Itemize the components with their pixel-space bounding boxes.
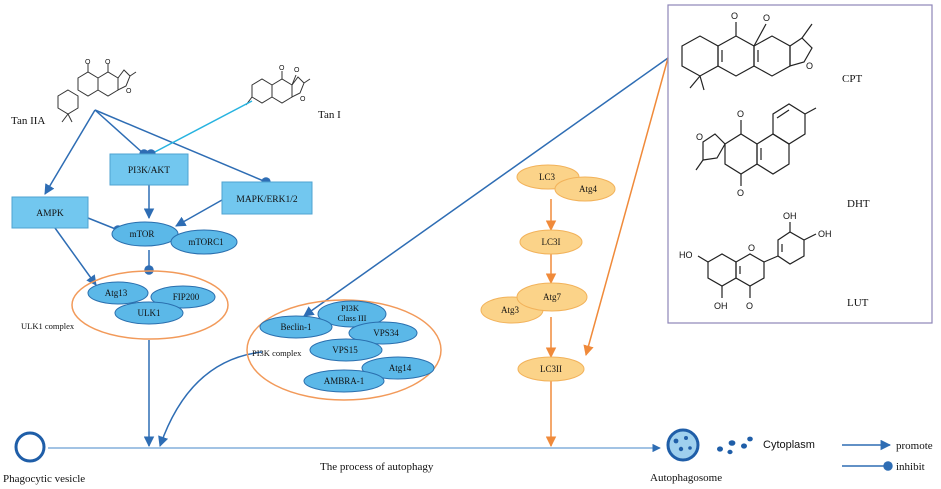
edge-compounds-lc3ii — [583, 57, 669, 357]
cpt-label: CPT — [842, 73, 862, 85]
lut-hydroxyl-oh-3: OH — [818, 229, 832, 239]
atg7-label: Atg7 — [543, 292, 562, 302]
pi3k-complex-ring — [246, 299, 442, 401]
lut-hydroxyl-oh-2: OH — [783, 211, 797, 221]
mtorc1-node[interactable]: mTORC1 — [170, 229, 238, 255]
tan-iia-oxygen-2: O — [105, 59, 111, 66]
legend: promote inhibit — [842, 439, 933, 473]
cpt-oxygen-2: O — [763, 13, 770, 23]
lut-hydroxyl-oh-1: OH — [714, 301, 728, 311]
atg7-node[interactable]: Atg7 — [516, 282, 588, 312]
autophagosome-label: Autophagosome — [650, 472, 722, 484]
vps34-node[interactable]: VPS34 — [348, 321, 418, 345]
atg13-label: Atg13 — [105, 288, 128, 298]
vps15-label: VPS15 — [332, 345, 358, 355]
edge-taniia-ampk — [44, 109, 96, 195]
autophagosome-icon — [666, 428, 700, 462]
edge-ampk-ulk1 — [54, 227, 97, 286]
beclin1-node[interactable]: Beclin-1 — [259, 315, 333, 339]
tan-iia-label: Tan IIA — [11, 115, 45, 127]
dht-oxygen-2: O — [737, 188, 744, 198]
pi3k-class3-node[interactable]: PI3K Class III — [317, 300, 387, 328]
cpt-oxygen-1: O — [731, 11, 738, 21]
dht-oxygen-1: O — [737, 109, 744, 119]
cytoplasm-icon — [717, 436, 753, 455]
edge-tani-pi3k-akt — [146, 100, 253, 159]
lc3i-label: LC3I — [542, 237, 561, 247]
lc3ii-label: LC3II — [540, 364, 562, 374]
phagocytic-vesicle-label: Phagocytic vesicle — [3, 473, 85, 485]
pi3k-class3-label-line1: PI3K — [341, 303, 360, 313]
edge-taniia-pi3k-akt — [94, 109, 149, 159]
ambra1-node[interactable]: AMBRA-1 — [303, 369, 385, 393]
signaling-edges — [44, 57, 669, 448]
pi3k-class3-label-line2: Class III — [337, 313, 366, 323]
lut-ring-oxygen: O — [748, 243, 755, 253]
tan-i-label: Tan I — [318, 109, 341, 121]
tan-iia-oxygen-3: O — [126, 88, 132, 95]
mtor-label: mTOR — [130, 229, 155, 239]
mapk-erk-box[interactable]: MAPK/ERK1/2 — [221, 181, 313, 215]
dht-label: DHT — [847, 198, 870, 210]
edge-mapk-mtor — [175, 199, 223, 227]
dht-structure — [695, 103, 817, 186]
compound-panel — [667, 4, 933, 324]
atg13-node[interactable]: Atg13 — [87, 281, 149, 305]
lut-hydroxyl-ho: HO — [679, 250, 693, 260]
lut-label: LUT — [847, 297, 869, 309]
edge-compounds-beclin1 — [303, 57, 669, 317]
lc3ii-node[interactable]: LC3II — [517, 356, 585, 382]
ulk1-label: ULK1 — [138, 308, 161, 318]
mtorc1-label: mTORC1 — [188, 237, 223, 247]
beclin1-label: Beclin-1 — [281, 322, 312, 332]
vps15-node[interactable]: VPS15 — [309, 338, 383, 362]
edge-pi3k-complex-process — [158, 351, 263, 447]
lc3i-node[interactable]: LC3I — [519, 229, 583, 255]
tan-iia-structure — [57, 64, 137, 123]
cytoplasm-label: Cytoplasm — [763, 439, 815, 451]
fip200-label: FIP200 — [173, 292, 200, 302]
atg3-label: Atg3 — [501, 305, 520, 315]
ulk1-node[interactable]: ULK1 — [114, 301, 184, 325]
edge-taniia-mapk — [94, 109, 271, 187]
fip200-node[interactable]: FIP200 — [150, 285, 216, 309]
atg4-node[interactable]: Atg4 — [554, 176, 616, 202]
autophagy-process-label: The process of autophagy — [320, 461, 434, 473]
legend-inhibit-label: inhibit — [896, 461, 925, 473]
pi3k-akt-label: PI3K/AKT — [128, 166, 170, 176]
ulk1-complex-label: ULK1 complex — [21, 321, 75, 331]
tan-i-structure — [245, 71, 311, 106]
atg14-label: Atg14 — [389, 363, 412, 373]
mtor-node[interactable]: mTOR — [111, 221, 179, 247]
ampk-box[interactable]: AMPK — [11, 196, 89, 229]
legend-promote-label: promote — [896, 440, 933, 452]
ulk1-complex-ring — [71, 270, 229, 340]
atg4-label: Atg4 — [579, 184, 598, 194]
dht-oxygen-3: O — [696, 132, 703, 142]
tan-iia-oxygen-1: O — [85, 59, 91, 66]
edge-ampk-mtor — [87, 217, 123, 235]
tan-i-oxygen-1: O — [279, 65, 285, 72]
tan-i-oxygen-2: O — [294, 67, 300, 74]
lut-carbonyl-oxygen: O — [746, 301, 753, 311]
phagocytic-vesicle-icon — [14, 431, 46, 463]
ambra1-label: AMBRA-1 — [324, 376, 365, 386]
atg14-node[interactable]: Atg14 — [361, 356, 435, 380]
lut-structure — [697, 222, 817, 298]
pi3k-akt-box[interactable]: PI3K/AKT — [109, 153, 189, 186]
vps34-label: VPS34 — [373, 328, 399, 338]
mapk-erk-label: MAPK/ERK1/2 — [236, 195, 297, 205]
tan-i-oxygen-3: O — [300, 96, 306, 103]
lc3-label: LC3 — [539, 172, 556, 182]
cpt-oxygen-3: O — [806, 61, 813, 71]
ampk-label: AMPK — [36, 209, 64, 219]
pi3k-complex-label: PI3K complex — [252, 348, 302, 358]
cpt-structure — [681, 22, 813, 91]
